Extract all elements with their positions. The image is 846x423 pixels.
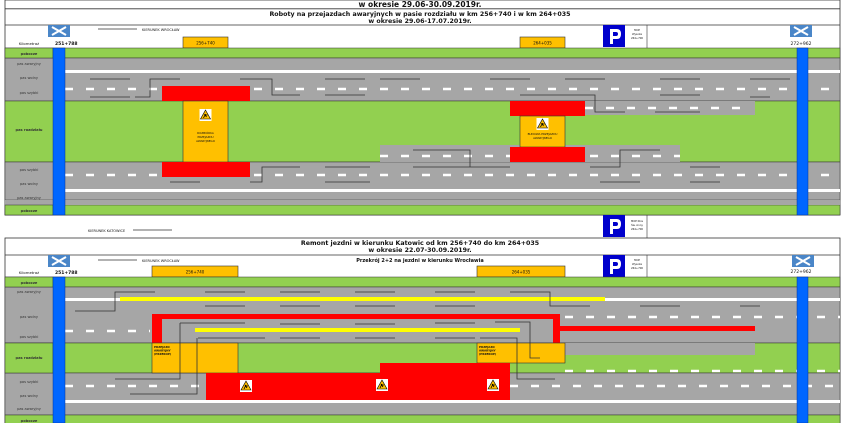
direction-label: KIERUNEK WROCŁAW	[142, 259, 180, 263]
emergency-crossing-b	[476, 342, 566, 364]
km-marker-b: 264+035	[512, 270, 531, 275]
svg-text:pas awaryjny: pas awaryjny	[17, 62, 42, 66]
lane-closure	[510, 147, 585, 162]
lane-closure	[510, 101, 585, 116]
bridge-right	[796, 47, 809, 216]
svg-text:pas szybki: pas szybki	[20, 380, 39, 384]
svg-text:pobocze: pobocze	[21, 419, 38, 423]
km-end: 272+962	[791, 269, 812, 275]
km-start: 251+788	[55, 41, 78, 47]
svg-text:pobocze: pobocze	[21, 52, 38, 56]
temporary-marking	[120, 297, 605, 301]
top-period: w okresie 29.06-17.07.2019r.	[368, 18, 471, 25]
roadworks-sign-icon	[239, 379, 253, 393]
interchange-icon	[791, 254, 815, 268]
parking-icon	[603, 215, 625, 237]
bottom-subtitle: Przekrój 2+2 na jezdni w kierunku Wrocła…	[356, 257, 484, 264]
previous-period: w okresie 29.06-30.09.2019r.	[359, 0, 482, 9]
bottom-period: w okresie 22.07-30.09.2019r.	[368, 247, 471, 254]
roadworks-sign-icon	[486, 378, 500, 392]
svg-text:pas awaryjny: pas awaryjny	[17, 196, 42, 200]
svg-text:pobocze: pobocze	[21, 209, 38, 213]
emergency-crossing-a	[151, 342, 239, 374]
bridge-left	[52, 276, 66, 423]
svg-text:pas wolny: pas wolny	[20, 76, 39, 80]
svg-text:pas awaryjny: pas awaryjny	[17, 290, 42, 294]
interchange-icon	[47, 254, 71, 268]
direction-label: KIERUNEK WROCŁAW	[142, 28, 180, 32]
svg-text:pas awaryjny: pas awaryjny	[17, 407, 42, 411]
svg-text:pobocze: pobocze	[21, 281, 38, 285]
svg-text:pas rozdziału: pas rozdziału	[16, 356, 43, 360]
lane-closure	[152, 314, 560, 343]
parking-icon	[603, 255, 625, 277]
km-start: 251+788	[55, 270, 78, 276]
svg-text:pas wolny: pas wolny	[20, 394, 39, 398]
km-label: Kilometraż	[19, 270, 39, 275]
interchange-icon	[47, 24, 71, 38]
svg-text:pas szybki: pas szybki	[20, 91, 39, 95]
carriageway-closure	[206, 363, 510, 400]
km-end: 272+962	[791, 41, 812, 47]
svg-text:pas wolny: pas wolny	[20, 315, 39, 319]
bottom-title: Remont jezdni w kierunku Katowic od km 2…	[301, 240, 539, 247]
roadworks-sign-icon	[536, 117, 549, 131]
parking-icon	[603, 25, 625, 47]
lane-labels: pobocze pas awaryjny pas wolny pas szybk…	[4, 276, 54, 423]
svg-text:pas wolny: pas wolny	[20, 182, 39, 186]
km-marker-b: 264+035	[533, 41, 552, 46]
traffic-flow-arrows	[75, 291, 760, 395]
direction-label: KIERUNEK KATOWICE	[88, 229, 125, 233]
top-title: Roboty na przejazdach awaryjnych w pasie…	[269, 11, 570, 18]
roadworks-sign-icon	[375, 378, 389, 392]
svg-text:pas rozdziału: pas rozdziału	[16, 128, 43, 132]
km-marker-a: 256+740	[196, 41, 215, 46]
temporary-marking	[195, 328, 520, 332]
svg-text:pas szybki: pas szybki	[20, 168, 39, 172]
km-label: Kilometraż	[19, 41, 39, 46]
roadworks-sign-icon	[199, 108, 212, 122]
svg-text:pas szybki: pas szybki	[20, 335, 39, 339]
bridge-left	[52, 47, 66, 216]
interchange-icon	[789, 24, 813, 38]
bridge-right	[796, 276, 809, 423]
lane-closure	[162, 86, 250, 101]
lane-closure	[162, 162, 250, 177]
traffic-flow-arrows	[90, 78, 790, 183]
km-marker-a: 256+740	[186, 270, 205, 275]
lane-closure	[560, 326, 755, 331]
